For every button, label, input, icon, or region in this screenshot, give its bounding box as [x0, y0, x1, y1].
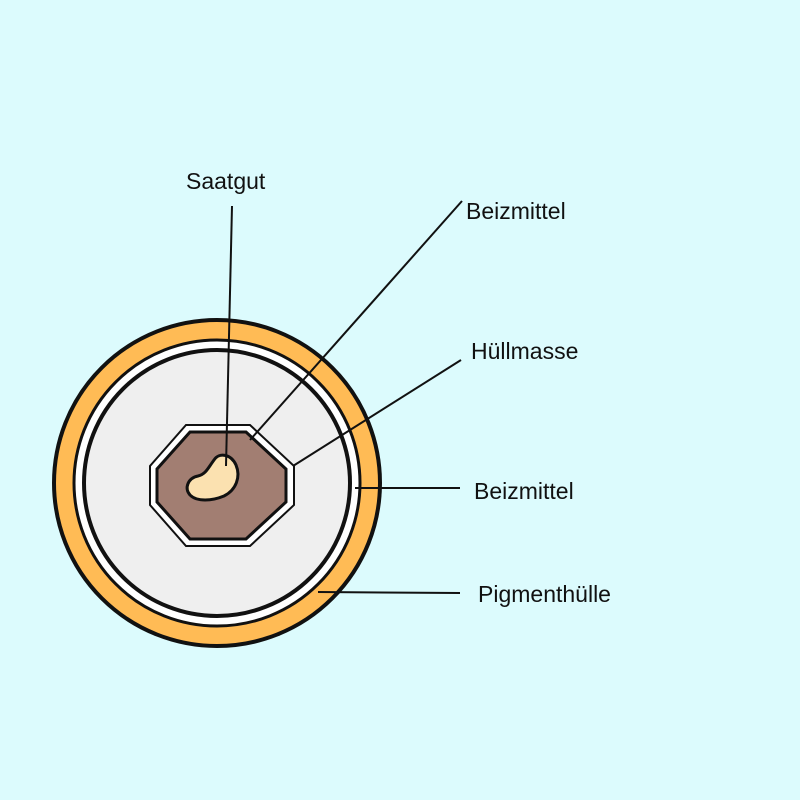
- seed-label: Saatgut: [186, 168, 266, 194]
- coating-mass-label: Hüllmasse: [471, 338, 578, 364]
- pigment-shell-label: Pigmenthülle: [478, 581, 611, 607]
- outer-dressing-label: Beizmittel: [474, 478, 574, 504]
- coating-mass-leader-line: [292, 359, 462, 467]
- pigment-shell-leader-line: [317, 591, 461, 594]
- seed-leader-line: [225, 205, 233, 467]
- embryo-shape: [185, 453, 240, 502]
- inner-dressing-leader-line: [249, 200, 463, 441]
- inner-dressing-label: Beizmittel: [466, 198, 566, 224]
